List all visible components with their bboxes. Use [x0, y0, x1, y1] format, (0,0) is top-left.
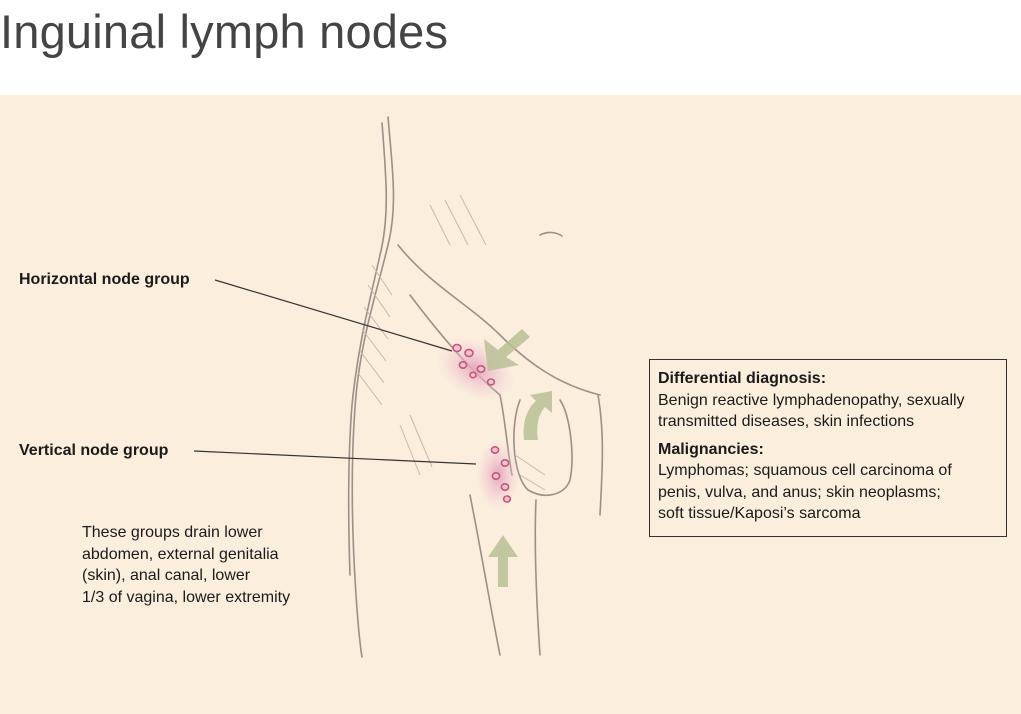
arrow-from-genitalia: [523, 391, 552, 440]
body-sketch: [347, 116, 604, 658]
malignancies-line: Lymphomas; squamous cell carcinoma of: [658, 462, 952, 479]
differential-line: Benign reactive lymphadenopathy, sexuall…: [658, 391, 965, 409]
left-body-outline-2: [347, 122, 388, 576]
diagram-figure: Horizontal node group Vertical node grou…: [0, 95, 1021, 714]
vertical-node-group-label: Vertical node group: [19, 442, 169, 459]
differential-diagnosis-box: Differential diagnosis: Benign reactive …: [649, 359, 1007, 537]
left-body-outline: [351, 116, 395, 658]
leader-lines: [193, 279, 477, 465]
waist-curve: [397, 244, 601, 396]
navel: [539, 231, 563, 237]
anatomy-illustration: [193, 116, 604, 658]
differential-heading: Differential diagnosis:: [658, 370, 827, 387]
vertical-leader-line: [193, 450, 477, 465]
horizontal-node-group-label: Horizontal node group: [19, 271, 190, 288]
drainage-line: These groups drain lower: [82, 524, 263, 541]
differential-line: transmitted diseases, skin infections: [658, 413, 915, 430]
drainage-line: abdomen, external genitalia: [82, 545, 279, 563]
horizontal-node-group: [452, 343, 496, 386]
left-thigh: [469, 494, 501, 656]
drainage-line: (skin), anal canal, lower: [82, 567, 251, 584]
malignancies-line: penis, vulva, and anus; skin neoplasms;: [658, 483, 941, 501]
hatching: [357, 194, 546, 491]
malignancies-heading: Malignancies:: [658, 440, 764, 458]
page-title: Inguinal lymph nodes: [0, 5, 449, 58]
horizontal-leader-line: [214, 279, 453, 352]
right-leg-outline: [597, 394, 604, 516]
drainage-line: 1/3 of vagina, lower extremity: [82, 588, 291, 606]
drainage-description: These groups drain lower abdomen, extern…: [82, 522, 342, 608]
arrow-from-abdomen: [484, 329, 530, 371]
horizontal-node-glow: [436, 337, 516, 401]
malignancies-line: soft tissue/Kaposi’s sarcoma: [658, 505, 861, 522]
inner-thigh: [534, 499, 541, 656]
scrotum-outline: [513, 399, 573, 496]
drainage-arrows: [484, 329, 552, 587]
vertical-node-group: [490, 445, 512, 503]
arrow-from-leg: [488, 535, 518, 587]
